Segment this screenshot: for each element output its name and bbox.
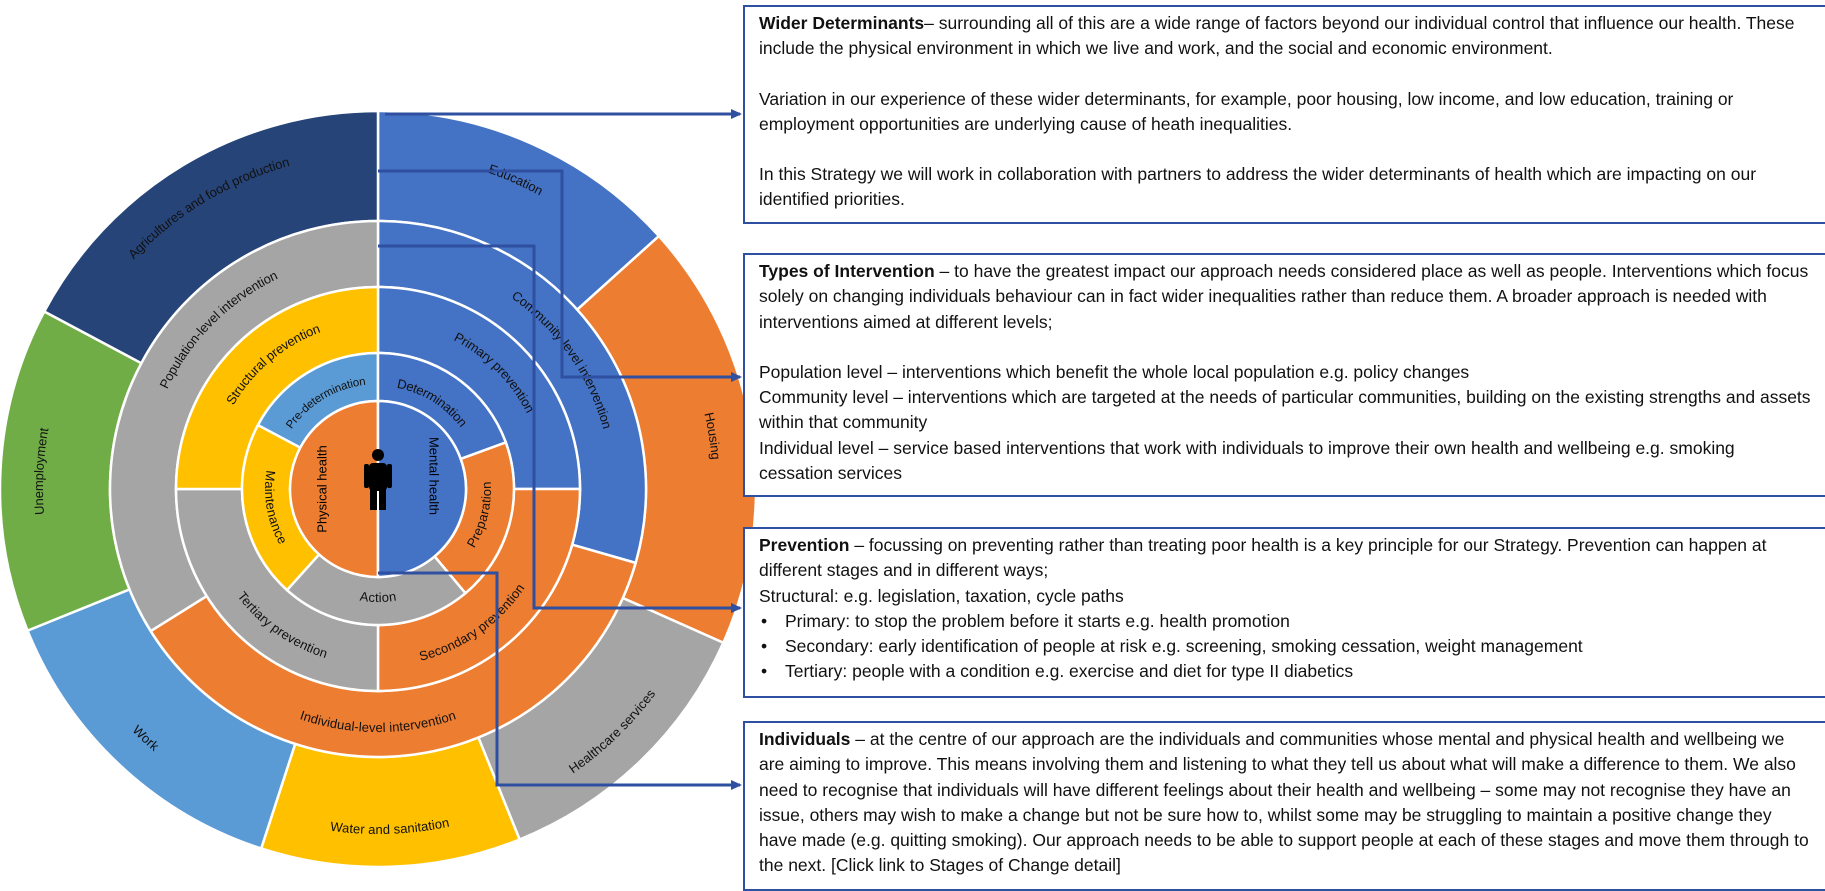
panel-individuals: Individuals – at the centre of our appro… [743,721,1825,891]
connector-prevention [378,244,742,613]
ring-label-stages-3: Action [359,588,397,604]
panel-text: Individual level – service based interve… [759,437,1735,484]
connector-types [378,169,742,382]
panel-title: Types of Intervention [759,261,935,281]
panel-title: Wider Determinants [759,13,925,33]
list-item: Secondary: early identification of peopl… [759,634,1813,660]
centre-label-mental: Mental health [427,437,442,515]
prevention-list: Primary: to stop the problem before it s… [759,609,1813,685]
panel-text: Variation in our experience of these wid… [759,88,1734,134]
panel-title: Individuals [759,729,851,749]
panel-text: – at the centre of our approach are the … [759,729,1809,876]
list-item: Primary: to stop the problem before it s… [759,609,1813,635]
panel-text: – to have the greatest impact our approa… [759,261,1809,332]
panel-text: Community level – interventions which ar… [759,387,1811,433]
panel-text: Structural: e.g. legislation, taxation, … [759,585,1124,606]
person-icon [364,449,392,510]
panel-text: In this Strategy we will work in collabo… [759,164,1757,210]
panel-prevention: Prevention – focussing on preventing rat… [743,527,1825,698]
panel-text: – surrounding all of this are a wide ran… [759,13,1795,59]
centre-segment [288,399,380,579]
connector-individuals [378,571,742,790]
panel-text: – focussing on preventing rather than tr… [759,535,1767,581]
panel-title: Prevention [759,535,850,555]
list-item: Tertiary: people with a condition e.g. e… [759,659,1813,685]
panel-text: Population level – interventions which b… [759,361,1470,382]
panel-wider-determinants: Wider Determinants– surrounding all of t… [743,5,1825,224]
panel-types-of-intervention: Types of Intervention – to have the grea… [743,253,1825,497]
centre-label-physical: Physical health [315,445,330,532]
